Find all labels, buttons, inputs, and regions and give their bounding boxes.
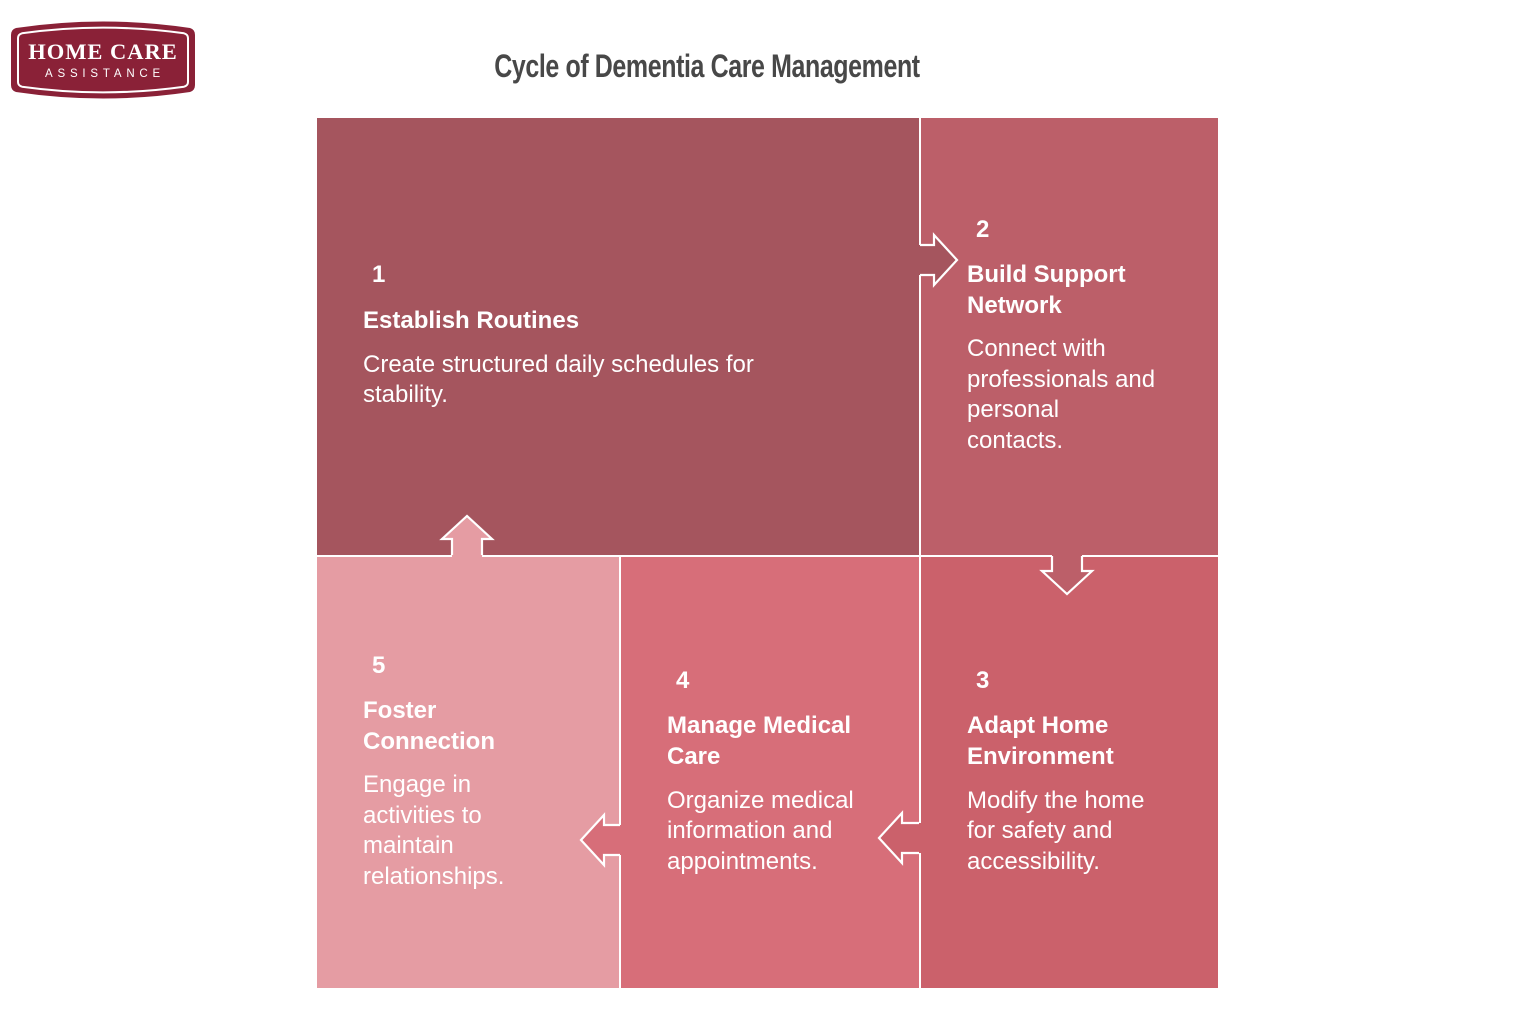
step-block-3-adapt-home-environment: 3 Adapt Home Environment Modify the home… bbox=[921, 557, 1218, 988]
step-description: Create structured daily schedules for st… bbox=[363, 350, 754, 409]
step-block-4-manage-medical-care: 4 Manage Medical Care Organize medical i… bbox=[621, 557, 919, 988]
step-description: Modify the home for safety and accessibi… bbox=[967, 786, 1145, 875]
logo-secondary-text: ASSISTANCE bbox=[45, 68, 165, 80]
step-description: Engage in activities to maintain relatio… bbox=[363, 771, 505, 890]
step-number: 2 bbox=[976, 215, 990, 243]
logo-primary-text: HOME CARE bbox=[28, 39, 178, 64]
step-description: Organize medical information and appoint… bbox=[667, 786, 854, 875]
step-number: 5 bbox=[372, 651, 386, 679]
step-number: 3 bbox=[976, 666, 990, 694]
step-block-5-foster-connection: 5 Foster Connection Engage in activities… bbox=[317, 557, 619, 988]
step-description: Connect with professionals and personal … bbox=[967, 335, 1156, 454]
step-title: Foster Connection bbox=[363, 697, 495, 755]
page-title: Cycle of Dementia Care Management bbox=[494, 48, 920, 84]
step-block-1-establish-routines: 1 Establish Routines Create structured d… bbox=[317, 118, 919, 555]
step-number: 4 bbox=[676, 666, 690, 694]
step-number: 1 bbox=[372, 261, 386, 289]
cycle-diagram: 1 Establish Routines Create structured d… bbox=[317, 118, 1218, 988]
step-title: Establish Routines bbox=[363, 306, 580, 334]
home-care-assistance-logo: HOME CARE ASSISTANCE bbox=[11, 21, 195, 99]
logo-badge-shape bbox=[11, 21, 195, 99]
step-block-2-build-support-network: 2 Build Support Network Connect with pro… bbox=[921, 118, 1218, 555]
step-title: Manage Medical Care bbox=[667, 712, 852, 770]
logo-inner-border bbox=[17, 26, 189, 94]
step-title: Adapt Home Environment bbox=[967, 712, 1114, 770]
step-title: Build Support Network bbox=[967, 261, 1126, 319]
